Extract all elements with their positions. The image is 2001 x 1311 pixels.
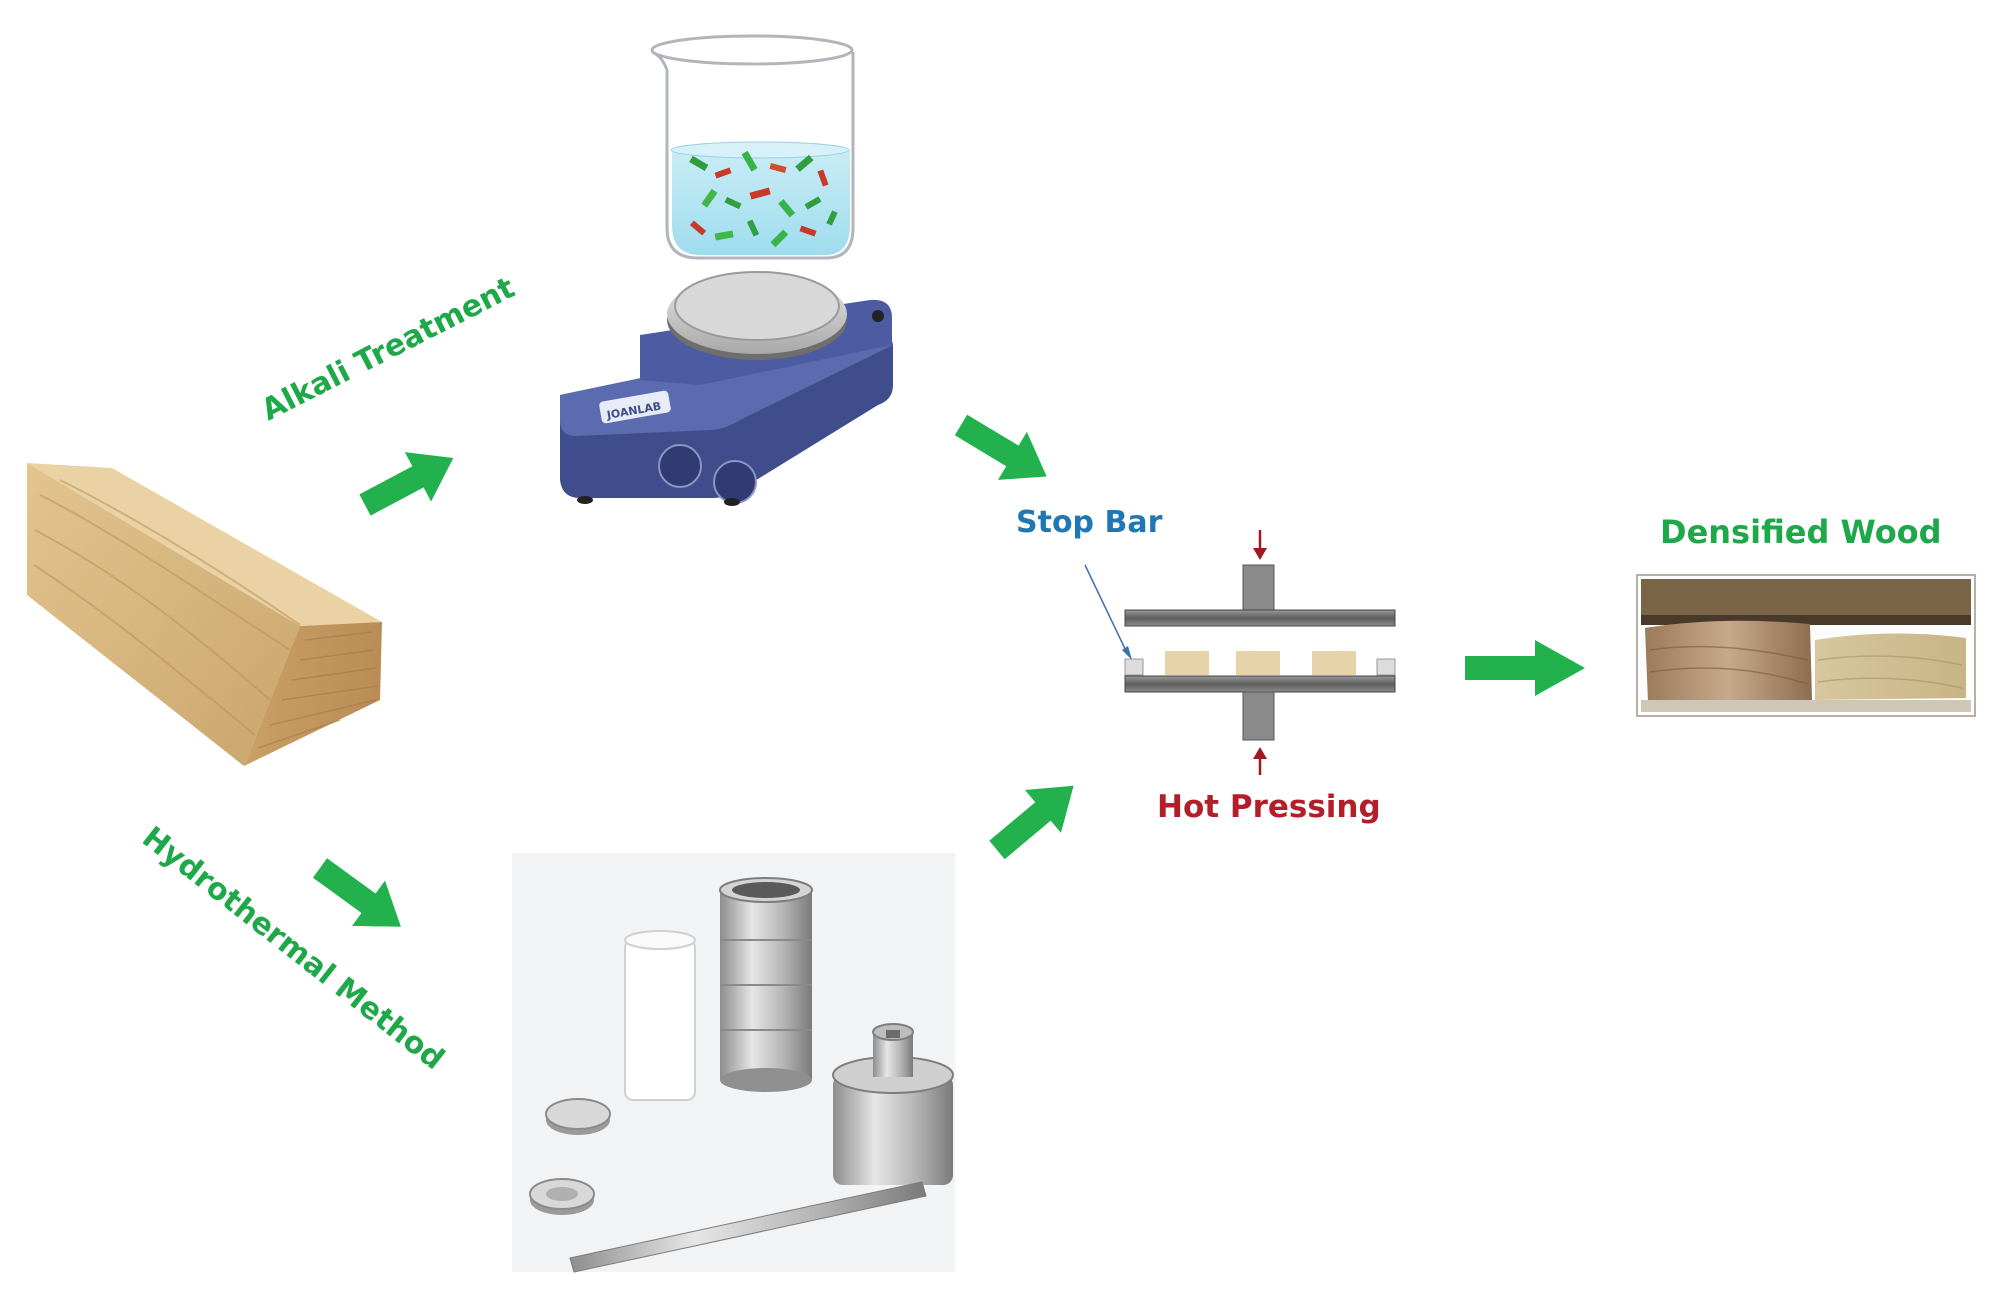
label-stop-bar: Stop Bar [1016, 505, 1163, 540]
hot-press-icon [1084, 530, 1396, 775]
particles [689, 150, 838, 248]
densified-wood-icon [1636, 574, 1976, 717]
label-hot-pressing: Hot Pressing [1157, 789, 1381, 825]
arrow-hydro-to-press [989, 785, 1074, 860]
hotplate-icon: JOANLAB [560, 271, 893, 506]
label-densified-wood: Densified Wood [1660, 513, 1942, 551]
arrow-alkali-to-press [954, 414, 1047, 480]
autoclave-icon [512, 853, 955, 1273]
arrow-press-to-densified [1465, 640, 1585, 696]
beaker-icon [650, 34, 855, 260]
arrow-to-hydrothermal [312, 858, 401, 927]
wood-block-icon [27, 463, 382, 766]
arrow-to-alkali [359, 452, 454, 516]
